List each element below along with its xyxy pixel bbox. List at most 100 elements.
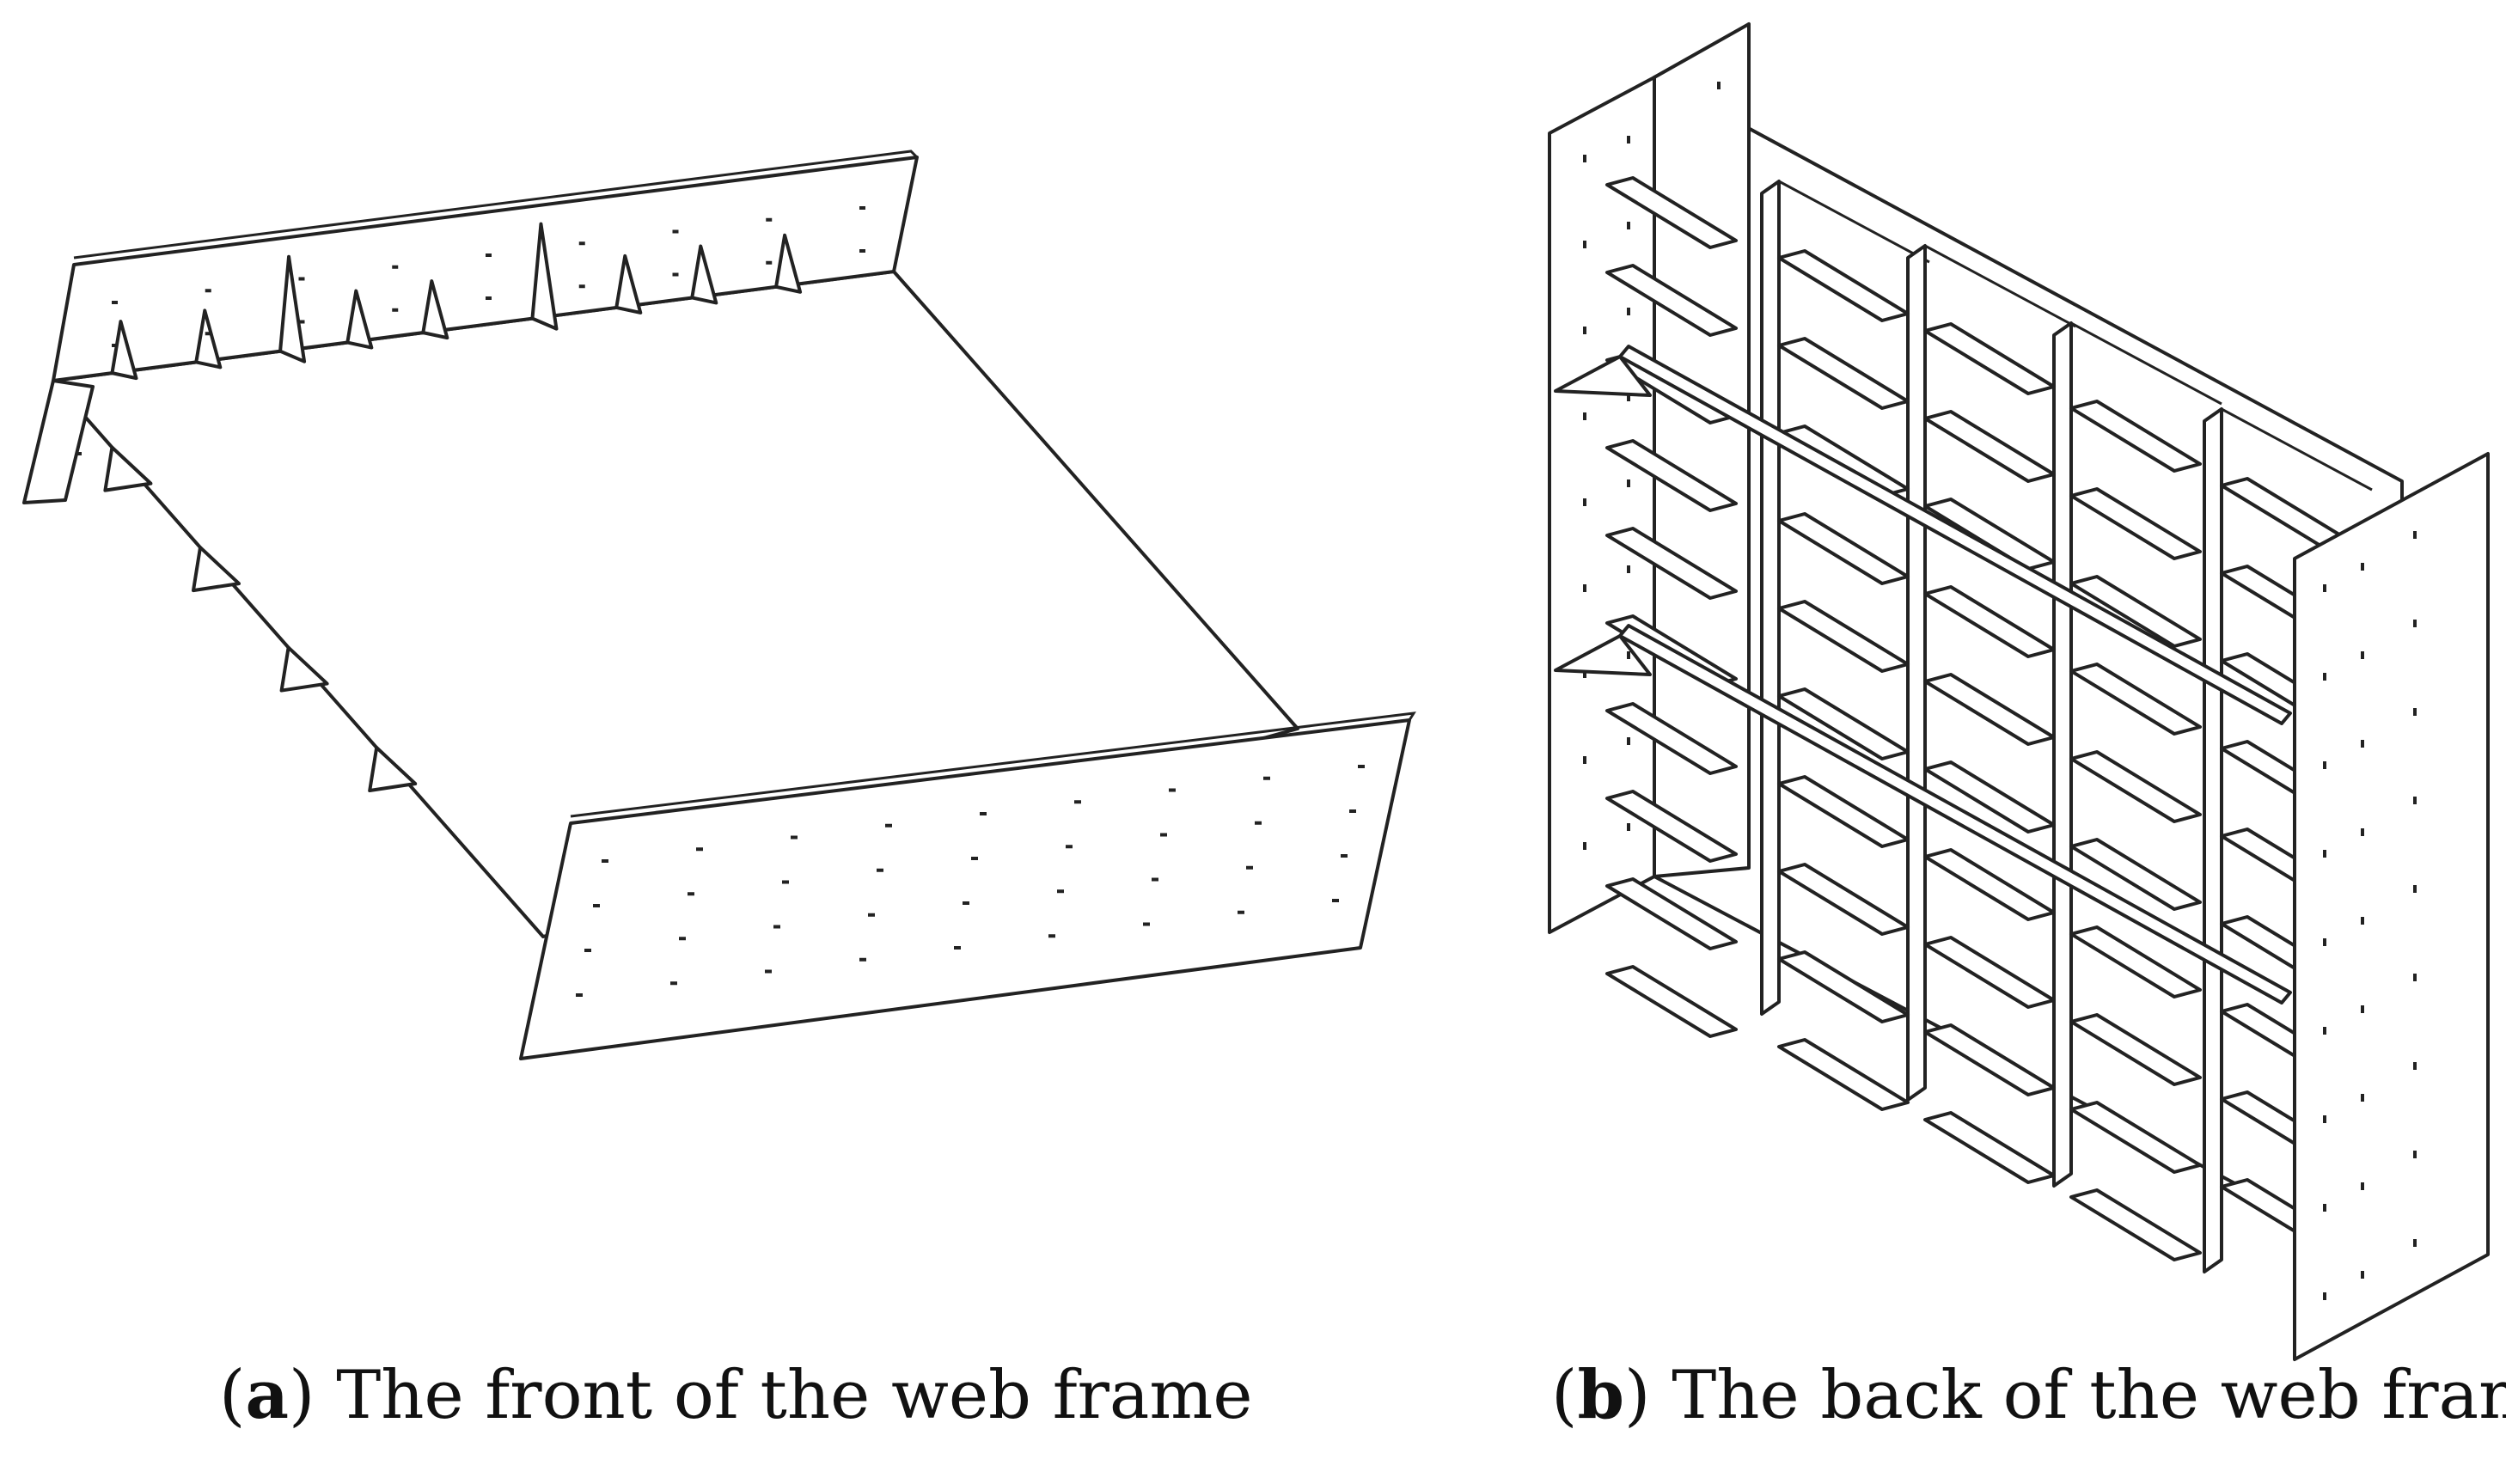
stiffener [690,244,718,305]
left-end-plate [22,379,95,504]
longitudinal-beams [1554,345,2292,1005]
girder-edge [1778,180,1930,264]
bolt-hole [1152,877,1158,882]
bolt-hole [2361,1094,2364,1102]
girder-edge [2221,407,2373,492]
bolt-hole [112,301,118,304]
shelf [2069,925,2202,998]
vertical-girder [2203,407,2223,1273]
bolt-hole [2413,620,2417,627]
shelf [1923,936,2056,1009]
bolt-hole [1358,765,1365,768]
bolt-hole [782,880,789,884]
shelf [2069,575,2202,648]
bolt-hole [1143,922,1150,926]
girder-edge [2070,321,2222,406]
girder-edge [1924,244,2076,328]
shelf [2069,838,2202,911]
shelf [1777,512,1910,585]
stiffener [345,289,374,350]
bolt-hole [791,835,798,840]
bolt-hole [205,332,211,336]
shelf [2069,663,2202,736]
bolt-hole [298,277,305,281]
bolt-hole [1627,565,1630,573]
bolt-hole [766,260,773,265]
bolt-hole [859,249,865,253]
bolt-hole [2361,651,2364,659]
shelf [1605,877,1738,950]
bolt-hole [576,993,583,997]
side-bracket [279,645,329,693]
bolt-hole [2361,563,2364,571]
bolt-hole [2361,740,2364,748]
bolt-hole [868,913,875,917]
bolt-hole [112,344,118,347]
shelf [1777,687,1910,760]
shelf [1923,322,2056,395]
vertical-girders [1760,180,2373,1273]
bolt-hole [877,868,883,872]
bolt-hole [2361,1005,2364,1013]
bolt-hole [672,272,679,277]
bolt-hole [885,823,892,827]
bolt-hole [1349,809,1356,813]
side-brackets [103,445,418,793]
bolt-hole [1169,788,1176,792]
bolt-hole [1627,136,1630,144]
stiffener [194,308,223,369]
bolt-hole [1583,327,1586,334]
shelf [2069,487,2202,560]
shelf [1777,1038,1910,1111]
vertical-girder [2052,321,2073,1188]
bolt-hole [1627,651,1630,659]
bolt-hole [2323,1292,2326,1300]
bolt-hole [2323,673,2326,681]
web-frame-back-drawing [1548,22,2490,1361]
bolt-hole [298,320,305,324]
bolt-hole [1583,670,1586,678]
bolt-hole [672,229,679,234]
bolt-hole [963,901,969,905]
bolt-hole [205,289,211,293]
shelf [1605,264,1738,337]
bolt-hole [1066,845,1073,849]
bolt-hole [1255,821,1262,825]
bolt-hole [2361,917,2364,925]
shelf [2069,1013,2202,1086]
bolt-hole [1332,899,1339,902]
bolt-hole [1246,865,1253,870]
bolt-hole [2413,708,2417,716]
bolt-hole [486,253,492,257]
bolt-hole [2323,1204,2326,1212]
bolt-hole [2323,1115,2326,1123]
bolt-hole [2413,974,2417,981]
bolt-hole [2413,1151,2417,1158]
bolt-hole [971,857,978,860]
bolt-hole [1583,756,1586,764]
bolt-hole [688,892,694,896]
vertical-girder [1906,244,1927,1102]
bolt-hole [1583,241,1586,248]
bolt-hole [1341,854,1348,858]
bolt-hole [1583,155,1586,162]
bolt-hole [1263,776,1270,780]
shelf [1777,950,1910,1023]
bolt-hole [1238,910,1244,914]
bolt-hole [76,452,82,455]
bolt-hole [859,957,866,962]
bolt-hole [2323,938,2326,946]
shelf [1605,439,1738,512]
shelf [1923,1023,2056,1096]
shelf [1777,249,1910,322]
bolt-hole [1627,308,1630,315]
horizontal-stiffeners [1605,176,2352,1261]
bolt-hole [670,981,677,986]
bolt-hole [578,241,585,246]
bolt-hole [2323,850,2326,858]
stiffener [614,253,643,315]
shelf [2069,750,2202,823]
vertical-girder [1760,180,1781,1016]
shelf [1605,965,1738,1038]
